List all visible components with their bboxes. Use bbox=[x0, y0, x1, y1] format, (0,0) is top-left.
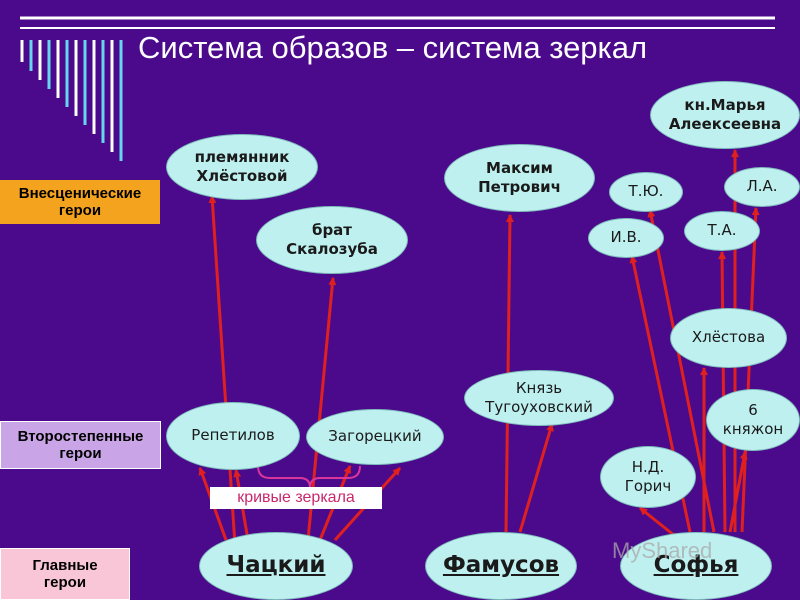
curved-mirrors-note: кривые зеркала bbox=[210, 487, 382, 509]
page-title: Система образов – система зеркал bbox=[138, 30, 648, 65]
node-repetilov: Репетилов bbox=[166, 402, 300, 470]
node-khlestova: Хлёстова bbox=[670, 308, 787, 368]
node-ta: Т.А. bbox=[684, 211, 760, 251]
node-gorich: Н.Д. Горич bbox=[600, 446, 696, 508]
node-nephew-khlestova: племянник Хлёстовой bbox=[166, 134, 318, 200]
node-six-princesses: 6 княжон bbox=[706, 389, 800, 451]
node-brother-skalozub: брат Скалозуба bbox=[256, 206, 408, 274]
node-prince-tugoukhovsky: Князь Тугоуховский bbox=[464, 370, 614, 426]
node-la: Л.А. bbox=[724, 167, 800, 207]
node-maxim-petrovich: Максим Петрович bbox=[444, 144, 595, 212]
watermark: MyShared bbox=[612, 538, 713, 563]
node-chatsky: Чацкий bbox=[199, 532, 353, 600]
node-iv: И.В. bbox=[588, 218, 664, 258]
arrow-sofya-to-six bbox=[728, 451, 748, 533]
arrow-sofya-to-ta bbox=[718, 251, 727, 533]
node-tyu: Т.Ю. bbox=[609, 172, 683, 212]
arrow-chatsky-to-nephew bbox=[208, 195, 237, 546]
node-princess-marya: кн.Марья Алеексеевна bbox=[650, 81, 800, 149]
arrow-famusov-to-prince bbox=[518, 423, 554, 533]
level-main-label: Главные герои bbox=[0, 548, 130, 600]
curved-mirror-bracket bbox=[257, 465, 361, 489]
level-offstage-label: Внесценические герои bbox=[0, 180, 160, 224]
arrow-sofya-to-la bbox=[740, 207, 760, 533]
level-secondary-label: Второстепенные герои bbox=[0, 421, 161, 469]
node-zagoretsky: Загорецкий bbox=[306, 409, 444, 465]
node-famusov: Фамусов bbox=[425, 532, 577, 600]
